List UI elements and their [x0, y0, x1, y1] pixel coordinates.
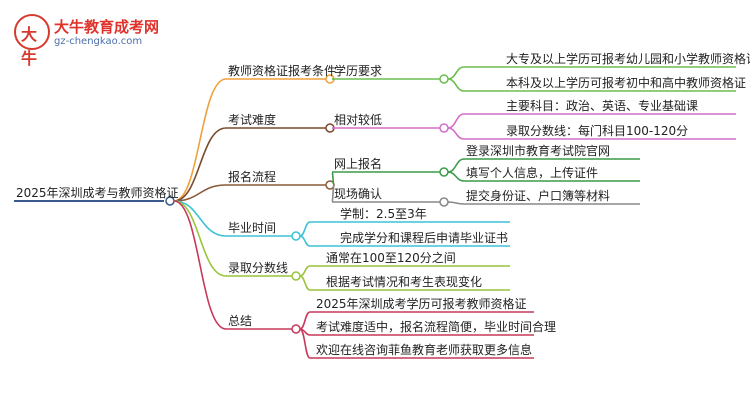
leaf-node-label: 考试难度适中，报名流程简便，毕业时间合理	[316, 320, 557, 334]
leaf-connector	[447, 66, 465, 80]
leaf-node-label: 根据考试情况和考生表现变化	[326, 275, 483, 289]
leaf-connector	[447, 201, 465, 205]
leaf-connector	[299, 328, 311, 359]
leaf-connector	[447, 127, 465, 140]
leaf-connector	[299, 235, 311, 247]
branch-connector	[173, 78, 227, 202]
leaf-node-label: 主要科目：政治、英语、专业基础课	[506, 99, 699, 113]
logo-title: 大牛教育成考网	[54, 18, 160, 36]
branch-node-label: 报名流程	[228, 170, 277, 184]
leaf-connector	[447, 113, 465, 129]
branch-node-dot[interactable]	[291, 271, 301, 281]
leaf-node-label: 欢迎在线咨询菲鱼教育老师获取更多信息	[316, 343, 533, 357]
sub-node-dot[interactable]	[439, 74, 449, 84]
leaf-node-label: 填写个人信息，上传证件	[466, 166, 599, 180]
logo-url: gz-chengkao.com	[54, 36, 143, 47]
root-node-label: 2025年深圳成考与教师资格证	[16, 186, 179, 200]
branch-connector	[173, 127, 227, 202]
site-logo[interactable]: 大牛 大牛教育成考网 gz-chengkao.com	[14, 14, 159, 68]
branch-node-dot[interactable]	[291, 324, 301, 334]
leaf-node-label: 提交身份证、户口簿等材料	[466, 189, 611, 203]
sub-node-label: 相对较低	[334, 113, 383, 127]
sub-node-dot[interactable]	[439, 167, 449, 177]
sub-node-label: 现场确认	[334, 187, 383, 201]
logo-mark-icon: 大牛	[14, 14, 50, 68]
sub-node-label: 学历要求	[334, 64, 383, 78]
leaf-node-label: 大专及以上学历可报考幼儿园和小学教师资格证	[506, 52, 750, 66]
leaf-connector	[447, 78, 465, 92]
branch-node-label: 教师资格证报考条件	[228, 64, 337, 78]
branch-node-label: 考试难度	[228, 113, 277, 127]
leaf-node-label: 登录深圳市教育考试院官网	[466, 144, 611, 158]
branch-node-label: 总结	[228, 314, 253, 328]
leaf-connector	[299, 221, 311, 237]
leaf-node-label: 本科及以上学历可报考初中和高中教师资格证	[506, 76, 747, 90]
branch-connector	[173, 200, 227, 237]
leaf-node-label: 学制：2.5至3年	[340, 207, 427, 221]
branch-connector	[173, 200, 227, 277]
leaf-node-label: 完成学分和课程后申请毕业证书	[340, 231, 509, 245]
leaf-connector	[447, 171, 465, 182]
leaf-connector	[299, 311, 311, 330]
leaf-connector	[299, 265, 311, 277]
leaf-node-label: 通常在100至120分之间	[326, 251, 456, 265]
leaf-node-label: 2025年深圳成考学历可报考教师资格证	[316, 297, 527, 311]
sub-node-dot[interactable]	[439, 123, 449, 133]
branch-node-label: 毕业时间	[228, 221, 277, 235]
branch-connector	[173, 200, 227, 330]
branch-node-label: 录取分数线	[228, 261, 289, 275]
leaf-node-label: 录取分数线：每门科目100-120分	[506, 124, 689, 138]
branch-connector	[173, 184, 227, 202]
branch-node-dot[interactable]	[291, 231, 301, 241]
sub-node-dot[interactable]	[439, 197, 449, 207]
leaf-connector	[299, 275, 311, 291]
sub-node-label: 网上报名	[334, 157, 383, 171]
leaf-connector	[447, 158, 465, 173]
